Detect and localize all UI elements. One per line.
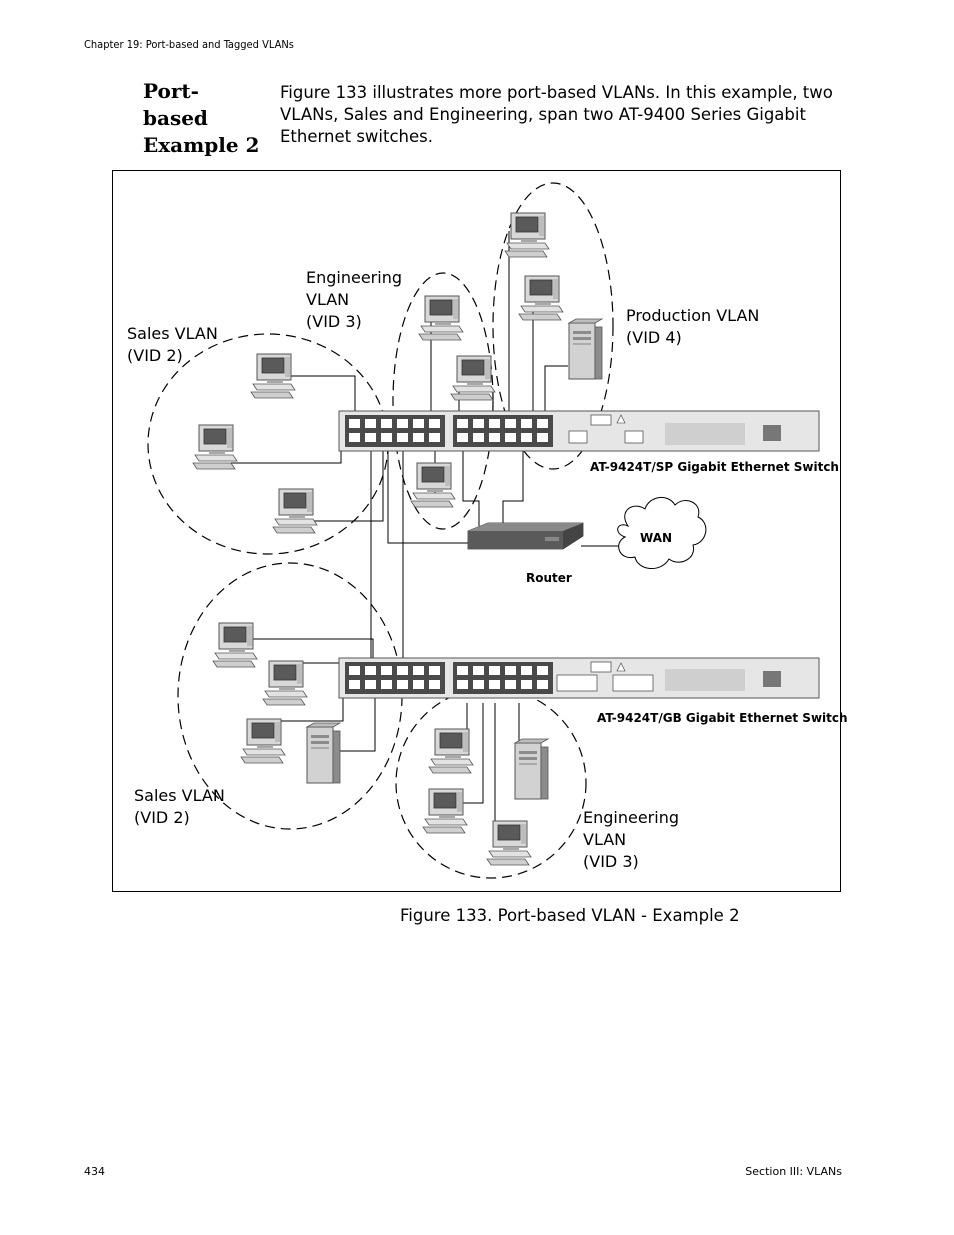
footer-section: Section III: VLANs: [745, 1165, 842, 1178]
router-icon: [467, 522, 584, 550]
workstation-icon-eng-6: [486, 820, 532, 866]
workstation-icon-eng-2: [450, 355, 496, 401]
cloud-icon: [617, 497, 707, 569]
engineering-vlan-top-label: Engineering VLAN (VID 3): [306, 268, 402, 331]
server-icon-production: [568, 318, 603, 380]
wan-label: WAN: [640, 531, 673, 545]
switch-icon-bottom: [338, 657, 820, 699]
page-number: 434: [84, 1165, 105, 1178]
switch-bottom-label: AT-9424T/GB Gigabit Ethernet Switch: [597, 711, 848, 725]
server-icon-engineering: [514, 738, 549, 800]
chapter-header: Chapter 19: Port-based and Tagged VLANs: [84, 38, 294, 51]
engineering-vlan-top-boundary: [392, 272, 494, 530]
workstation-icon-eng-5: [422, 788, 468, 834]
production-vlan-label: Production VLAN (VID 4): [626, 306, 760, 347]
production-vlan-boundary: [492, 182, 614, 470]
engineering-vlan-bottom-label: Engineering VLAN (VID 3): [583, 808, 679, 871]
engineering-vlan-bottom-boundary: [395, 687, 587, 879]
workstation-icon-eng-1: [418, 295, 464, 341]
figure-frame: Engineering VLAN (VID 3) Sales VLAN (VID…: [112, 170, 848, 892]
switch-top-label: AT-9424T/SP Gigabit Ethernet Switch: [590, 460, 839, 474]
figure-caption: Figure 133. Port-based VLAN - Example 2: [400, 906, 740, 925]
intro-paragraph: Figure 133 illustrates more port-based V…: [280, 83, 833, 146]
workstation-icon-sales-6: [240, 718, 286, 764]
workstation-icon-sales-5: [262, 660, 308, 706]
section-heading: Port-based Example 2: [143, 78, 263, 159]
workstation-icon-sales-2: [192, 424, 238, 470]
workstation-icon-sales-4: [212, 622, 258, 668]
workstation-icon-prod-1: [504, 212, 550, 258]
workstation-icon-eng-4: [428, 728, 474, 774]
network-diagram: [147, 182, 820, 879]
switch-icon-top: [338, 410, 820, 452]
workstation-icon-prod-2: [518, 275, 564, 321]
workstation-icon-eng-3: [410, 462, 456, 508]
section-heading-line2: Example 2: [143, 133, 260, 157]
server-icon-sales: [306, 722, 341, 784]
section-heading-line1: Port-based: [143, 79, 208, 130]
router-label: Router: [526, 571, 572, 585]
workstation-icon-sales-3: [272, 488, 318, 534]
sales-vlan-top-label: Sales VLAN (VID 2): [127, 324, 218, 365]
workstation-icon-sales-1: [250, 353, 296, 399]
sales-vlan-bottom-label: Sales VLAN (VID 2): [134, 786, 225, 827]
